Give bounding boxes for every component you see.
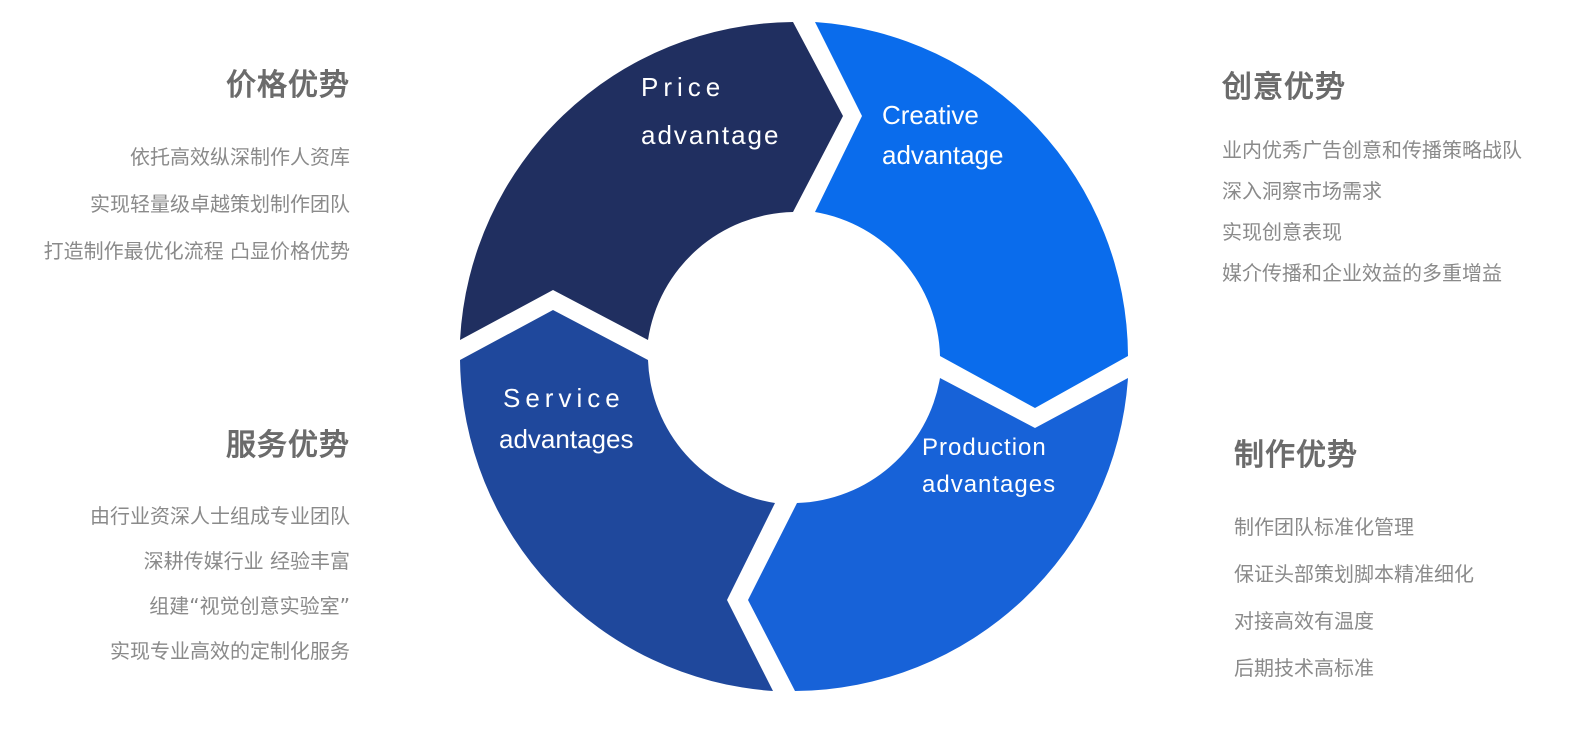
creative-segment xyxy=(815,22,1128,408)
service-list: 由行业资深人士组成专业团队 深耕传媒行业 经验丰富 组建“视觉创意实验室” 实现… xyxy=(90,494,350,674)
list-item: 深耕传媒行业 经验丰富 xyxy=(143,549,350,573)
list-item: 对接高效有温度 xyxy=(1234,609,1374,633)
list-item: 制作团队标准化管理 xyxy=(1234,515,1414,539)
service-label-line1: Service xyxy=(503,383,625,413)
service-title: 服务优势 xyxy=(226,428,350,463)
production-label-line2: advantages xyxy=(922,471,1056,498)
creative-title: 创意优势 xyxy=(1222,70,1346,105)
production-label-line1: Production xyxy=(922,434,1047,461)
list-item: 媒介传播和企业效益的多重增益 xyxy=(1222,261,1502,285)
list-item: 实现创意表现 xyxy=(1222,220,1342,244)
price-list: 依托高效纵深制作人资库 实现轻量级卓越策划制作团队 打造制作最优化流程 凸显价格… xyxy=(44,134,350,275)
production-segment xyxy=(748,378,1128,691)
creative-list: 业内优秀广告创意和传播策略战队 深入洞察市场需求 实现创意表现 媒介传播和企业效… xyxy=(1222,130,1522,294)
creative-label-line2: advantage xyxy=(882,140,1003,170)
price-advantage-block: 价格优势 依托高效纵深制作人资库 实现轻量级卓越策划制作团队 打造制作最优化流程… xyxy=(44,60,350,275)
price-title: 价格优势 xyxy=(226,68,350,103)
service-advantage-block: 服务优势 由行业资深人士组成专业团队 深耕传媒行业 经验丰富 组建“视觉创意实验… xyxy=(90,420,350,674)
creative-advantage-block: 创意优势 业内优秀广告创意和传播策略战队 深入洞察市场需求 实现创意表现 媒介传… xyxy=(1222,62,1522,294)
list-item: 深入洞察市场需求 xyxy=(1222,179,1382,203)
production-list: 制作团队标准化管理 保证头部策划脚本精准细化 对接高效有温度 后期技术高标准 xyxy=(1234,504,1474,692)
price-label-line2: advantage xyxy=(641,120,780,150)
service-label-line2: advantages xyxy=(499,424,633,454)
production-title: 制作优势 xyxy=(1234,438,1358,473)
list-item: 打造制作最优化流程 凸显价格优势 xyxy=(43,239,350,263)
service-segment xyxy=(460,310,775,691)
list-item: 依托高效纵深制作人资库 xyxy=(130,145,350,169)
list-item: 实现专业高效的定制化服务 xyxy=(110,639,350,663)
list-item: 实现轻量级卓越策划制作团队 xyxy=(90,192,350,216)
creative-label-line1: Creative xyxy=(882,100,979,130)
list-item: 业内优秀广告创意和传播策略战队 xyxy=(1222,138,1522,162)
list-item: 组建“视觉创意实验室” xyxy=(149,594,350,618)
production-advantage-block: 制作优势 制作团队标准化管理 保证头部策划脚本精准细化 对接高效有温度 后期技术… xyxy=(1234,430,1474,692)
list-item: 由行业资深人士组成专业团队 xyxy=(90,504,350,528)
price-label-line1: Price xyxy=(641,72,725,102)
list-item: 后期技术高标准 xyxy=(1234,656,1374,680)
list-item: 保证头部策划脚本精准细化 xyxy=(1234,562,1474,586)
price-segment xyxy=(460,22,843,340)
